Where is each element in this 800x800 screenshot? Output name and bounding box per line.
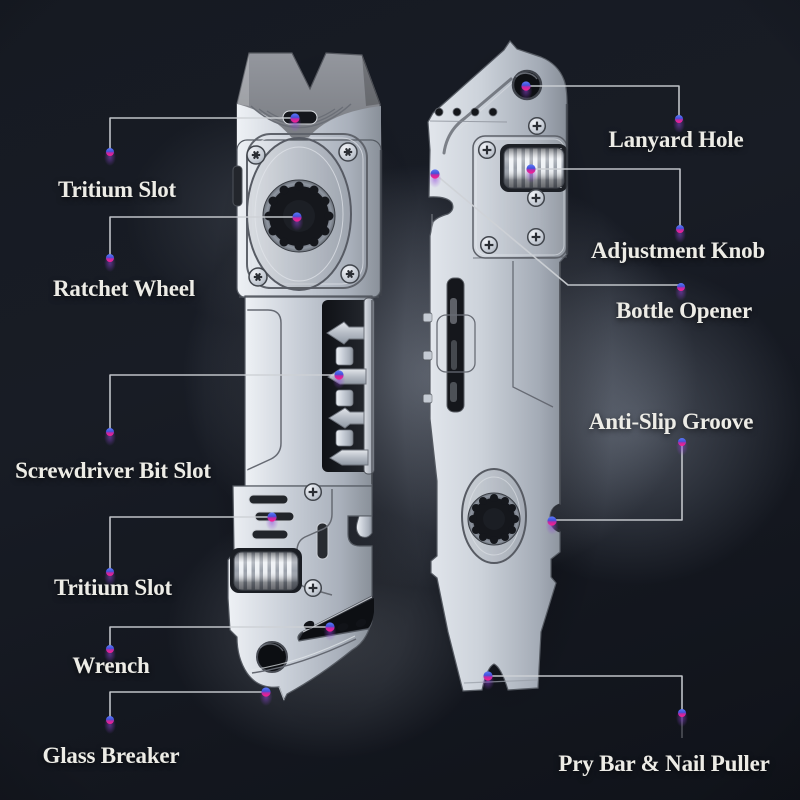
label-wrench: Wrench xyxy=(72,653,150,678)
label-bottle-opener: Bottle Opener xyxy=(615,298,753,323)
callout-line-ratchet-wheel xyxy=(109,216,297,256)
flat-bit xyxy=(329,449,369,466)
callout-line-glass-breaker xyxy=(109,691,266,718)
phillips-bit xyxy=(326,321,365,345)
glass-breaker-tip xyxy=(278,686,285,701)
callout-line-screwdriver-bit-slot xyxy=(109,374,339,430)
left-tool-illustration xyxy=(227,52,383,702)
callout-line-tritium-slot-lower xyxy=(109,516,272,570)
label-pry-bar-nail-puller: Pry Bar & Nail Puller xyxy=(558,751,770,776)
ratchet-wheel-hole-back xyxy=(467,492,521,546)
label-tritium-slot-top: Tritium Slot xyxy=(58,177,176,202)
label-lanyard-hole: Lanyard Hole xyxy=(608,127,744,152)
phillips-bit xyxy=(328,407,365,429)
callout-lines xyxy=(109,85,683,738)
label-screwdriver-bit-slot: Screwdriver Bit Slot xyxy=(15,458,211,483)
adjustment-wheel-front xyxy=(230,548,302,593)
pry-bar-bevel xyxy=(463,679,538,684)
callout-line-lanyard-hole xyxy=(526,85,680,117)
label-glass-breaker: Glass Breaker xyxy=(42,743,180,768)
label-adjustment-knob: Adjustment Knob xyxy=(590,238,766,263)
callout-line-pry-bar xyxy=(488,675,683,712)
right-tool-illustration xyxy=(422,40,569,692)
tritium-slot-lower xyxy=(248,494,289,505)
callout-line-tritium-slot-top xyxy=(109,117,295,150)
callout-line-wrench xyxy=(109,626,330,647)
callout-line-anti-slip-groove xyxy=(552,444,683,521)
bit-channel-back xyxy=(422,277,476,413)
bottle-opener-front xyxy=(355,515,373,538)
callout-line-adjustment-knob xyxy=(531,168,681,227)
callout-line-bottle-opener xyxy=(434,173,680,286)
screwdriver-bit-slot xyxy=(322,297,375,475)
tritium-slot-lower xyxy=(251,529,289,540)
label-ratchet-wheel: Ratchet Wheel xyxy=(53,276,195,301)
label-tritium-slot-lower: Tritium Slot xyxy=(54,575,172,600)
label-anti-slip-groove: Anti-Slip Groove xyxy=(588,409,754,434)
